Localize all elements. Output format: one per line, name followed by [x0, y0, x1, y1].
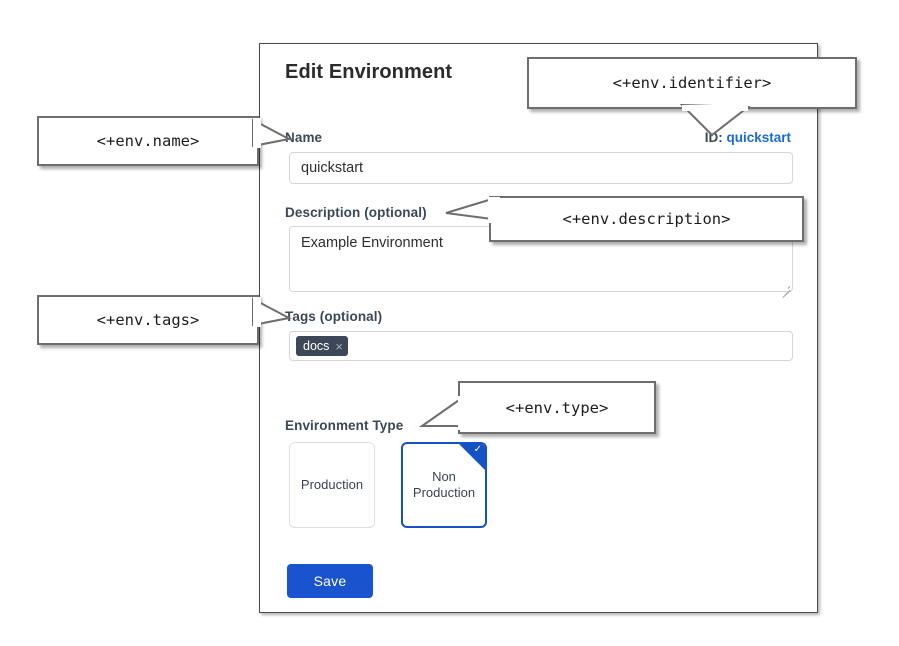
callout-env-type-tail	[418, 396, 470, 430]
callout-env-identifier: <+env.identifier>	[527, 57, 857, 109]
callout-env-name: <+env.name>	[37, 116, 259, 166]
close-icon[interactable]: ×	[335, 338, 343, 354]
callout-env-name-tail	[252, 118, 292, 148]
callout-text: <+env.identifier>	[612, 74, 772, 92]
callout-text: <+env.type>	[505, 398, 609, 417]
check-icon: ✓	[473, 444, 482, 455]
environment-type-option-label: Production	[300, 477, 364, 492]
tags-input[interactable]: docs ×	[289, 331, 793, 361]
environment-id: ID: quickstart	[705, 130, 791, 145]
name-input[interactable]	[289, 152, 793, 184]
callout-env-tags-tail	[252, 297, 292, 327]
save-button[interactable]: Save	[287, 564, 373, 598]
callout-text: <+env.name>	[96, 132, 200, 150]
callout-env-description: <+env.description>	[489, 196, 804, 242]
environment-id-label: ID:	[704, 130, 723, 145]
environment-type-option-label: Non Production	[412, 469, 476, 500]
selected-corner-badge	[459, 444, 485, 470]
environment-type-option-non-production[interactable]: Non Production ✓	[401, 442, 487, 528]
edit-environment-dialog: Edit Environment ID: quickstart Name Des…	[259, 43, 818, 613]
callout-env-type: <+env.type>	[458, 381, 656, 434]
callout-env-tags: <+env.tags>	[37, 295, 259, 345]
page-title: Edit Environment	[285, 61, 453, 83]
callout-env-description-tail	[445, 197, 500, 223]
environment-type-option-production[interactable]: Production	[289, 442, 375, 528]
description-label: Description (optional)	[285, 205, 427, 220]
name-label: Name	[285, 130, 323, 145]
tag-chip-label: docs	[303, 339, 330, 353]
callout-env-identifier-tail	[679, 103, 751, 137]
callout-text: <+env.description>	[562, 210, 731, 228]
environment-type-label: Environment Type	[285, 418, 404, 433]
environment-id-value[interactable]: quickstart	[726, 130, 791, 145]
tags-label: Tags (optional)	[285, 309, 383, 324]
callout-text: <+env.tags>	[96, 311, 200, 329]
tag-chip[interactable]: docs ×	[296, 336, 348, 356]
